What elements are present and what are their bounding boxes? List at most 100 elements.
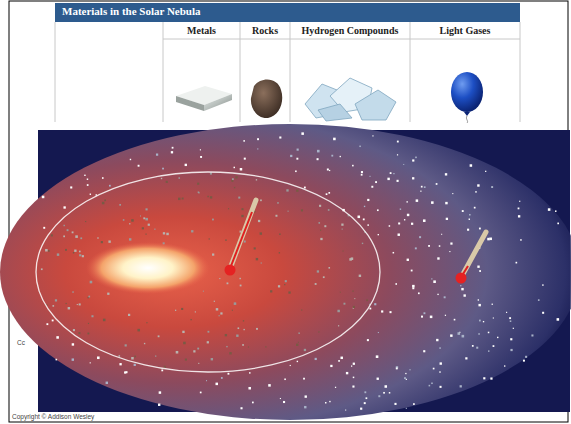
dust-particle bbox=[463, 294, 465, 296]
dust-particle bbox=[172, 147, 174, 149]
dust-particle bbox=[411, 270, 413, 272]
dust-particle bbox=[305, 395, 307, 397]
dust-particle bbox=[56, 336, 59, 339]
dust-particle bbox=[449, 251, 450, 252]
dust-particle bbox=[256, 328, 258, 330]
dust-particle bbox=[244, 241, 246, 243]
dust-particle bbox=[383, 392, 385, 394]
sun-glow bbox=[86, 242, 210, 294]
dust-particle bbox=[440, 362, 442, 364]
column-header: Light Gases bbox=[410, 25, 520, 36]
dust-particle bbox=[441, 234, 442, 235]
dust-particle bbox=[377, 378, 379, 380]
dust-particle bbox=[216, 308, 218, 310]
dust-particle bbox=[140, 215, 141, 216]
dust-particle bbox=[131, 357, 134, 360]
dust-particle bbox=[478, 304, 480, 306]
dust-particle bbox=[328, 192, 330, 194]
dust-particle bbox=[555, 210, 557, 212]
dust-particle bbox=[487, 238, 490, 241]
dust-particle bbox=[97, 356, 100, 359]
dust-particle bbox=[42, 196, 45, 199]
dust-particle bbox=[280, 398, 281, 399]
dust-particle bbox=[431, 278, 432, 279]
dust-particle bbox=[319, 205, 321, 207]
dust-particle bbox=[472, 345, 474, 347]
dust-particle bbox=[164, 366, 166, 368]
dust-particle bbox=[284, 378, 286, 380]
dust-particle bbox=[366, 397, 368, 399]
rock-icon bbox=[251, 80, 282, 118]
dust-particle bbox=[467, 229, 469, 231]
dust-particle bbox=[518, 215, 520, 217]
dust-particle bbox=[301, 209, 303, 211]
dust-particle bbox=[343, 303, 345, 305]
dust-particle bbox=[198, 363, 199, 364]
dust-particle bbox=[378, 332, 379, 333]
dust-particle bbox=[418, 292, 420, 294]
dust-particle bbox=[88, 296, 90, 298]
dust-particle bbox=[284, 284, 285, 285]
dust-particle bbox=[328, 209, 330, 211]
dust-particle bbox=[243, 140, 245, 142]
dust-particle bbox=[513, 328, 514, 329]
dust-particle bbox=[363, 218, 365, 220]
table-grid bbox=[55, 22, 520, 122]
dust-particle bbox=[420, 191, 421, 192]
dust-particle bbox=[542, 312, 544, 314]
dust-particle bbox=[352, 165, 354, 167]
dust-particle bbox=[134, 364, 136, 366]
dust-particle bbox=[57, 253, 59, 255]
dust-particle bbox=[234, 302, 237, 305]
dust-particle bbox=[407, 214, 409, 216]
dust-particle bbox=[298, 342, 299, 343]
dust-particle bbox=[297, 149, 299, 151]
dust-particle bbox=[412, 159, 414, 161]
dust-particle bbox=[206, 380, 207, 381]
dust-particle bbox=[389, 392, 390, 393]
dust-particle bbox=[239, 278, 240, 279]
dust-particle bbox=[479, 270, 481, 272]
dust-particle bbox=[212, 253, 214, 255]
thermometer-hot bbox=[225, 200, 257, 276]
dust-particle bbox=[457, 332, 460, 335]
dust-particle bbox=[491, 186, 493, 188]
dust-particle bbox=[79, 254, 81, 256]
dust-particle bbox=[227, 282, 229, 284]
dust-particle bbox=[175, 310, 176, 311]
dust-particle bbox=[359, 275, 361, 277]
dust-particle bbox=[510, 338, 512, 340]
dust-particle bbox=[488, 332, 490, 334]
dust-particle bbox=[203, 291, 204, 292]
dust-particle bbox=[398, 222, 400, 224]
dust-particle bbox=[320, 238, 322, 240]
dust-particle bbox=[437, 257, 439, 259]
dust-particle bbox=[318, 331, 319, 332]
dust-particle bbox=[240, 168, 242, 170]
dust-particle bbox=[325, 402, 326, 403]
dust-particle bbox=[317, 158, 319, 160]
dust-particle bbox=[198, 192, 199, 193]
dust-particle bbox=[424, 312, 426, 314]
dust-particle bbox=[97, 237, 98, 238]
dust-particle bbox=[261, 262, 262, 263]
dust-particle bbox=[108, 240, 110, 242]
dust-particle bbox=[210, 196, 212, 198]
dust-particle bbox=[211, 358, 213, 360]
dust-particle bbox=[119, 204, 121, 206]
dust-particle bbox=[345, 410, 346, 411]
dust-particle bbox=[412, 285, 415, 288]
dust-particle bbox=[182, 331, 184, 333]
dust-particle bbox=[485, 171, 486, 172]
dust-particle bbox=[182, 198, 184, 200]
dust-particle bbox=[70, 186, 72, 188]
dust-particle bbox=[51, 234, 53, 236]
dust-particle bbox=[236, 335, 238, 337]
dust-particle bbox=[465, 357, 467, 359]
dust-particle bbox=[400, 208, 401, 209]
dust-particle bbox=[79, 303, 81, 305]
dust-particle bbox=[469, 214, 471, 216]
ice-icon bbox=[305, 78, 396, 121]
dust-particle bbox=[88, 323, 89, 324]
balloon-icon bbox=[451, 72, 483, 123]
